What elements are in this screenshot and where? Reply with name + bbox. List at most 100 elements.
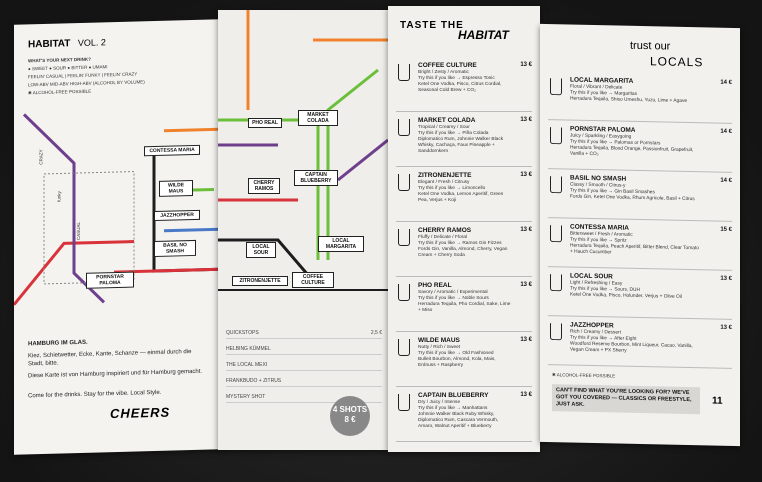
item-name: CAPTAIN BLUEBERRY [418, 392, 489, 399]
glass-icon [550, 323, 562, 341]
glass-icon [550, 225, 562, 243]
item-name: COFFEE CULTURE [418, 62, 477, 69]
brand-title: HABITAT VOL. 2 [28, 32, 106, 52]
station-contessa-maria: CONTESSA MARIA [144, 144, 200, 157]
glass-icon [398, 229, 410, 246]
divider [548, 266, 732, 271]
glass-icon [398, 394, 410, 411]
station-wilde-maus: WILDE MAUS [159, 180, 193, 197]
brand-name: HABITAT [28, 38, 71, 51]
glass-icon [550, 274, 562, 292]
station-basil-no-smash: BASIL NO SMASH [154, 239, 196, 258]
item-ingredients: Diplomatico Rum, Johnnie Walker Black Wh… [418, 137, 504, 154]
item-ingredients: Herradura Tequila, Blood Orange, Passion… [570, 145, 694, 158]
item-name: WILDE MAUS [418, 337, 460, 344]
glass-icon [398, 339, 410, 356]
shot-row-local-mexi: THE LOCAL MEXI [226, 360, 382, 371]
glass-icon [550, 127, 562, 145]
glass-icon [398, 64, 410, 81]
station-zitronenjette: ZITRONENJETTE [232, 276, 288, 286]
station-jazzhopper: JAZZHOPPER [154, 209, 200, 222]
divider [548, 217, 732, 222]
hamburg-paragraph-1: Kiez, Schietwetter, Ecke, Kante, Schanze… [28, 349, 192, 368]
item-price: 13 € [520, 227, 532, 233]
item-taste: Fluffy / Delicate / Floral [418, 235, 467, 240]
map-shots-panel: PHO REAL MARKET COLADA CHERRY RAMOS CAPT… [218, 10, 390, 450]
divider [396, 221, 532, 222]
label-casual: CASUAL [76, 221, 82, 241]
station-captain-blueberry: CAPTAIN BLUEBERRY [294, 170, 338, 186]
divider [396, 111, 532, 112]
shot-name: HELBING KÜMMEL [226, 346, 271, 352]
station-cherry-ramos: CHERRY RAMOS [248, 178, 280, 194]
ask-note: CAN'T FIND WHAT YOU'RE LOOKING FOR? WE'V… [552, 384, 700, 415]
label-crazy: CRAZY [38, 149, 44, 165]
item-price: 13 € [520, 337, 532, 343]
item-price: 13 € [520, 392, 532, 398]
item-price: 13 € [520, 117, 532, 123]
label-funky: funky [56, 191, 62, 202]
shot-row-quickstops: QUICKSTOPS 2,5 € [226, 328, 382, 339]
item-name: PHO REAL [418, 282, 452, 289]
shot-price: 2,5 € [370, 330, 382, 336]
item-ingredients: Johnnie Walker Black Ruby Whisky, Diplom… [418, 412, 499, 429]
item-ingredients: Ketel One Vodka, Lemon Aperitif, Green P… [418, 192, 504, 203]
item-price: 15 € [720, 226, 732, 233]
shot-row-mystery: MYSTERY SHOT [226, 392, 382, 403]
station-pornstar-paloma: PORNSTAR PALOMA [86, 271, 134, 289]
item-try: Try this if you like → Manhattans [418, 406, 488, 411]
divider [548, 119, 732, 124]
locals-title-big: LOCALS [650, 54, 704, 70]
divider [548, 364, 732, 369]
item-try: Try this if you like → Ramos Gin Fizzes [418, 241, 502, 246]
legend-taste-row: ● SWEET ● SOUR ● BITTER ● UMAMI [28, 64, 108, 72]
glass-icon [398, 174, 410, 191]
glass-icon [550, 176, 562, 194]
shot-row-frankbudo: FRANKBUDO + ZITRUS [226, 376, 382, 387]
shots-badge-price: 8 € [344, 415, 356, 424]
divider [396, 386, 532, 387]
metro-map-right [218, 10, 390, 291]
item-price: 13 € [720, 275, 732, 282]
item-price: 13 € [520, 62, 532, 68]
item-price: 13 € [520, 172, 532, 178]
station-local-sour: LOCAL SOUR [246, 242, 276, 258]
item-price: 14 € [720, 128, 732, 135]
item-try: Try this if you like → Limoncello [418, 186, 486, 191]
item-try: Try this if you like → Espresso Tonic [418, 76, 495, 81]
map-intro-panel: HABITAT VOL. 2 WHAT'S YOUR NEXT DRINK? ●… [14, 19, 220, 455]
glass-icon [550, 78, 562, 96]
shot-name: QUICKSTOPS [226, 330, 259, 336]
item-price: 14 € [720, 177, 732, 184]
station-market-colada: MARKET COLADA [298, 110, 338, 126]
shots-badge-count: 4 SHOTS [332, 405, 368, 414]
item-ingredients: Fords Gin, Vanilla, Almond, Cherry, Vega… [418, 247, 508, 258]
item-taste: Dry / Juicy / Intense [418, 400, 461, 405]
item-name: CHERRY RAMOS [418, 227, 472, 234]
taste-title-script: HABITAT [458, 28, 509, 42]
item-ingredients: Herradura Tequila, Peach Aperitif, Bitte… [570, 243, 699, 256]
divider [548, 168, 732, 173]
item-price: 13 € [520, 282, 532, 288]
locals-title: trust our [630, 39, 671, 53]
item-ingredients: Herradura Tequila, Pho Cordial, Sake, Li… [418, 302, 511, 313]
item-try: Try this if you like → Piña Colada [418, 131, 489, 136]
item-name: ZITRONENJETTE [418, 172, 472, 179]
divider [396, 441, 532, 442]
hamburg-paragraph-3: Come for the drinks. Stay for the vibe. … [28, 389, 162, 400]
item-taste: Elegant / Fresh / Citrusy [418, 180, 470, 185]
legend-title: WHAT'S YOUR NEXT DRINK? [28, 56, 91, 64]
shot-name: THE LOCAL MEXI [226, 362, 268, 368]
station-coffee-culture: COFFEE CULTURE [292, 272, 334, 288]
item-taste: Savory / Aromatic / Experimental [418, 290, 488, 295]
page-number: 11 [712, 395, 723, 407]
alcohol-free-note: ✱ ALCOHOL-FREE POSSIBLE [552, 372, 616, 379]
